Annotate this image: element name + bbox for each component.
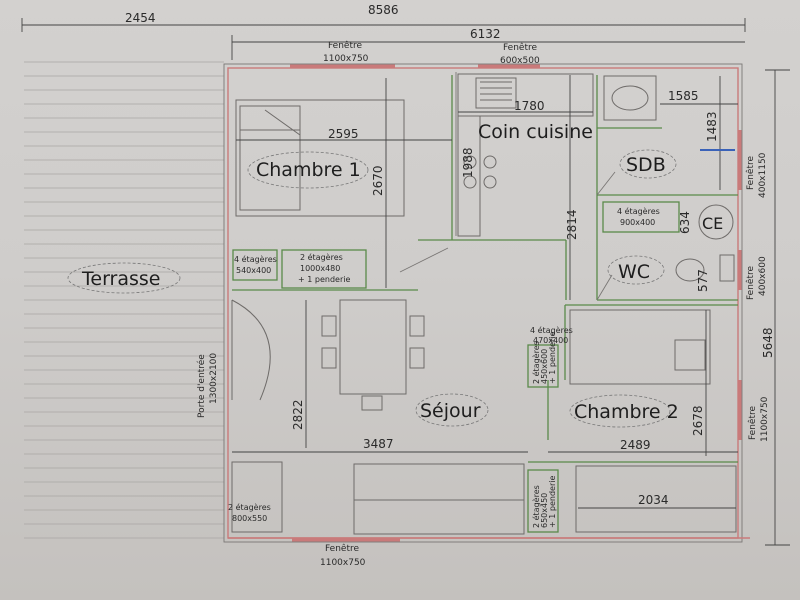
shelf7-count: 2 étagères <box>531 485 541 528</box>
shelf-unit-1 <box>232 249 278 281</box>
bathroom-fittings <box>603 75 738 190</box>
window-top-kitchen-label: Fenêtre <box>503 42 537 53</box>
window-bottom-label: Fenêtre <box>325 543 359 554</box>
wardrobe-width-dim: 2034 <box>638 493 669 507</box>
kitchen-depth-dim: 1988 <box>461 147 475 178</box>
entry-door-label: Porte d'entrée <box>196 354 207 418</box>
terrace-width-dim: 2454 <box>125 11 156 25</box>
entry-door-swing <box>231 299 271 401</box>
shelf5-extra: + 1 penderie <box>548 332 557 384</box>
room-label-terrace: Terrasse <box>81 268 161 290</box>
hall-depth-dim: 2814 <box>565 209 579 240</box>
house-depth-dim: 5648 <box>761 327 775 358</box>
bedroom1-depth-dim: 2670 <box>371 165 385 196</box>
window-top-kitchen-size: 600x500 <box>500 56 540 66</box>
wc-cistern <box>719 254 735 282</box>
terrace-label-oval <box>67 262 181 294</box>
kitchen-counter-dim: 1780 <box>514 99 545 113</box>
house-width-dim: 6132 <box>470 27 501 41</box>
window-bottom-size: 1100x750 <box>320 558 366 568</box>
shelf3-count: 4 étagères <box>617 206 660 216</box>
sdb-depth-dim: 1483 <box>705 111 719 142</box>
wc-depth-dim: 577 <box>696 269 710 292</box>
shelf-unit-2 <box>281 249 367 289</box>
window-top-left-label: Fenêtre <box>328 40 362 51</box>
window-right-wc-label: Fenêtre <box>745 266 756 300</box>
shelf2-size: 1000x480 <box>300 264 340 273</box>
shelf-unit-3 <box>602 201 680 233</box>
shelf4-count: 4 étagères <box>530 325 573 335</box>
window-right-bedroom2-label: Fenêtre <box>747 406 758 440</box>
shelf6-count: 2 étagères <box>228 502 271 512</box>
window-top-left-size: 1100x750 <box>323 54 369 64</box>
ce-depth-dim: 634 <box>678 211 692 234</box>
bedroom1-furniture <box>235 78 452 288</box>
kitchen-fittings <box>457 73 594 237</box>
room-label-water-heater: CE <box>702 214 723 233</box>
entry-door-size: 1300x2100 <box>209 353 219 404</box>
living-depth-dim: 2822 <box>291 399 305 430</box>
shelf6-size: 800x550 <box>232 514 267 523</box>
shelf7-extra: + 1 penderie <box>548 476 557 528</box>
shelf-unit-5 <box>527 344 559 388</box>
outer-walls <box>223 63 750 543</box>
shelf1-count: 4 étagères <box>234 254 277 264</box>
window-right-sdb-size: 400x1150 <box>758 152 768 198</box>
shelf-unit-7 <box>527 469 559 533</box>
terrace-decking <box>24 61 224 539</box>
bedroom2-width-dim: 2489 <box>620 438 651 452</box>
shelf4-size: 470x400 <box>533 336 568 345</box>
shelf2-count: 2 étagères <box>300 252 343 262</box>
shelf-unit-6-box <box>231 461 283 533</box>
shelf2-extra: + 1 penderie <box>298 275 350 284</box>
overall-dimension-lines <box>21 18 790 546</box>
bedroom2-furniture <box>548 309 738 533</box>
bedroom2-depth-dim: 2678 <box>691 405 705 436</box>
window-right-sdb-label: Fenêtre <box>745 156 756 190</box>
shelf5-size: 450x600 <box>540 349 549 384</box>
room-label-kitchen: Coin cuisine <box>478 121 593 143</box>
room-label-wc: WC <box>618 261 650 283</box>
window-right-wc-size: 400x600 <box>758 256 768 296</box>
dining-furniture <box>232 299 528 453</box>
living-width-dim: 3487 <box>363 437 394 451</box>
water-heater-symbol <box>698 204 734 240</box>
room-label-bedroom2: Chambre 2 <box>574 401 679 423</box>
room-label-bedroom1: Chambre 1 <box>256 159 361 181</box>
interior-walls <box>232 72 738 463</box>
shelf7-size: 650x450 <box>540 493 549 528</box>
room-label-living: Séjour <box>420 400 481 422</box>
overall-width-dim: 8586 <box>368 3 399 17</box>
bedroom1-width-dim: 2595 <box>328 127 359 141</box>
shelf3-size: 900x400 <box>620 218 655 227</box>
sdb-width-dim: 1585 <box>668 89 699 103</box>
sofa <box>353 463 525 535</box>
window-right-bedroom2-size: 1100x750 <box>760 396 770 442</box>
wc-bowl <box>675 258 705 282</box>
shelf5-count: 2 étagères <box>531 341 541 384</box>
shelf1-size: 540x400 <box>236 266 271 275</box>
room-label-bathroom: SDB <box>626 154 666 176</box>
